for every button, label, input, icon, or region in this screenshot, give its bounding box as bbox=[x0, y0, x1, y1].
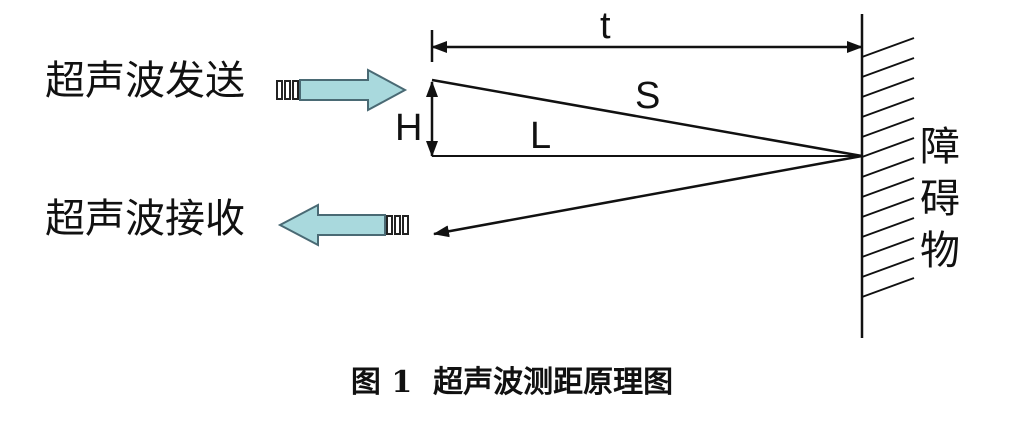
reflected-path-line bbox=[433, 154, 863, 238]
receive-label: 超声波接收 bbox=[45, 196, 245, 242]
receive-arrow-icon bbox=[277, 203, 386, 247]
send-transducer-icon bbox=[276, 80, 299, 100]
s-path-line bbox=[431, 78, 863, 158]
s-label: S bbox=[635, 75, 660, 117]
receive-transducer-icon bbox=[386, 215, 409, 235]
t-label: t bbox=[600, 5, 611, 47]
send-label: 超声波发送 bbox=[45, 58, 245, 104]
l-label: L bbox=[530, 115, 551, 157]
obstacle-hatching bbox=[861, 37, 915, 298]
send-arrow-icon bbox=[299, 68, 408, 112]
obstacle-char-1: 障 bbox=[920, 124, 960, 170]
obstacle-char-3: 物 bbox=[920, 228, 960, 274]
obstacle-char-2: 碍 bbox=[920, 176, 960, 222]
h-label: H bbox=[395, 107, 422, 149]
figure-caption: 图 1 超声波测距原理图 bbox=[351, 365, 673, 400]
